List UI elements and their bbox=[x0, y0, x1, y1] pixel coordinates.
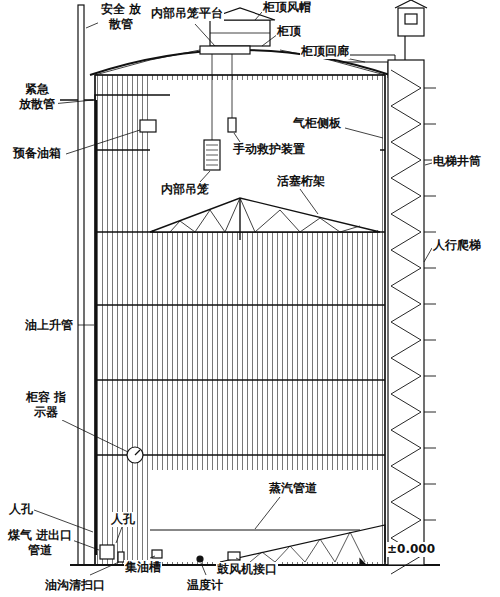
gas-inlet-pipe bbox=[100, 545, 114, 559]
holder-shell bbox=[95, 75, 385, 565]
stair-landing bbox=[424, 304, 436, 305]
volume-indicator bbox=[127, 447, 143, 463]
stair-flight bbox=[391, 106, 421, 124]
part-label: 气柜侧板 bbox=[292, 116, 342, 131]
stair-flight bbox=[391, 70, 421, 88]
stair-flight bbox=[391, 88, 421, 106]
stair-flight bbox=[391, 484, 421, 502]
stair-flight bbox=[391, 340, 421, 358]
stair-landing bbox=[424, 340, 436, 341]
roof-ventilator bbox=[210, 20, 270, 46]
blower-connection bbox=[228, 552, 240, 560]
part-label: 油上升管 bbox=[24, 318, 74, 333]
part-label: 集油槽 bbox=[124, 560, 162, 575]
cage-platform bbox=[200, 46, 250, 54]
stair-flight bbox=[391, 430, 421, 448]
leader-lines bbox=[34, 12, 432, 575]
piston-truss bbox=[150, 198, 380, 232]
stair-landing bbox=[424, 196, 436, 197]
emergency-vent bbox=[60, 95, 170, 100]
part-label: 煤气 进出口管道 bbox=[6, 528, 74, 558]
part-label: 柜顶风帽 bbox=[262, 0, 312, 15]
stair-flight bbox=[391, 124, 421, 142]
stair-landing bbox=[424, 124, 436, 125]
stair-flight bbox=[391, 502, 421, 520]
stair-flight bbox=[391, 412, 421, 430]
oil-riser bbox=[95, 100, 97, 555]
bottom-truss bbox=[220, 525, 385, 562]
part-label: 电梯井筒 bbox=[432, 154, 482, 169]
stair-flight bbox=[391, 196, 421, 214]
stair-flight bbox=[391, 286, 421, 304]
stair-flight bbox=[391, 358, 421, 376]
stair-landing bbox=[424, 448, 436, 449]
stair-landing bbox=[424, 520, 436, 521]
inner-cage bbox=[204, 140, 220, 170]
steam-pipe bbox=[150, 530, 360, 531]
part-label: 油沟清扫口 bbox=[44, 578, 106, 593]
cage-cable bbox=[212, 54, 213, 140]
stair-flight bbox=[391, 214, 421, 232]
rescue-device bbox=[228, 118, 236, 132]
rescue-line bbox=[232, 54, 233, 120]
holder-outline bbox=[95, 75, 385, 565]
stair-flight bbox=[391, 232, 421, 250]
lower-space bbox=[150, 470, 380, 562]
datum-mark bbox=[360, 559, 366, 565]
elevator-shaft bbox=[388, 60, 424, 565]
stair-flight bbox=[391, 556, 421, 574]
stair-flight bbox=[391, 322, 421, 340]
stair-flight bbox=[391, 178, 421, 196]
stair-flight bbox=[391, 268, 421, 286]
stair-landing bbox=[424, 88, 436, 89]
part-label: 内部吊笼 bbox=[160, 182, 210, 197]
stair-landing bbox=[424, 232, 436, 233]
part-label: 安全 放散管 bbox=[98, 2, 144, 32]
stair-flight bbox=[391, 160, 421, 178]
stair-flight bbox=[391, 142, 421, 160]
stair-flight bbox=[391, 466, 421, 484]
stair-flight bbox=[391, 250, 421, 268]
part-label: 人行爬梯 bbox=[432, 238, 482, 253]
stair-landing bbox=[424, 412, 436, 413]
part-label: 蒸汽管道 bbox=[268, 481, 318, 496]
safety-vent-pipe bbox=[78, 5, 84, 565]
part-label: 鼓风机接口 bbox=[216, 562, 278, 577]
stair-landing bbox=[424, 484, 436, 485]
thermometer bbox=[197, 556, 203, 562]
stair-flight bbox=[391, 448, 421, 466]
part-label: 预备油箱 bbox=[12, 146, 62, 161]
part-label: 柜容 指示器 bbox=[24, 390, 68, 420]
elevator-machine-room bbox=[398, 8, 424, 36]
part-label: 柜顶 bbox=[276, 24, 302, 39]
part-label: 人孔 bbox=[110, 512, 136, 527]
part-label: 温度计 bbox=[186, 578, 224, 593]
part-label: 柜顶回廊 bbox=[300, 44, 350, 59]
stair-landing bbox=[424, 268, 436, 269]
stair-ladder bbox=[391, 70, 436, 574]
stair-flight bbox=[391, 376, 421, 394]
part-label: 活塞桁架 bbox=[276, 174, 326, 189]
stair-flight bbox=[391, 394, 421, 412]
spare-oil-tank bbox=[140, 120, 156, 132]
part-label: 人孔 bbox=[8, 502, 34, 517]
stair-flight bbox=[391, 520, 421, 538]
part-label: 紧急 放散管 bbox=[16, 82, 58, 112]
stair-flight bbox=[391, 304, 421, 322]
part-label: 内部吊笼平台 bbox=[150, 6, 224, 21]
part-label: 手动救护装置 bbox=[232, 142, 306, 157]
stair-landing bbox=[424, 376, 436, 377]
part-label: ±0.000 bbox=[386, 542, 436, 557]
